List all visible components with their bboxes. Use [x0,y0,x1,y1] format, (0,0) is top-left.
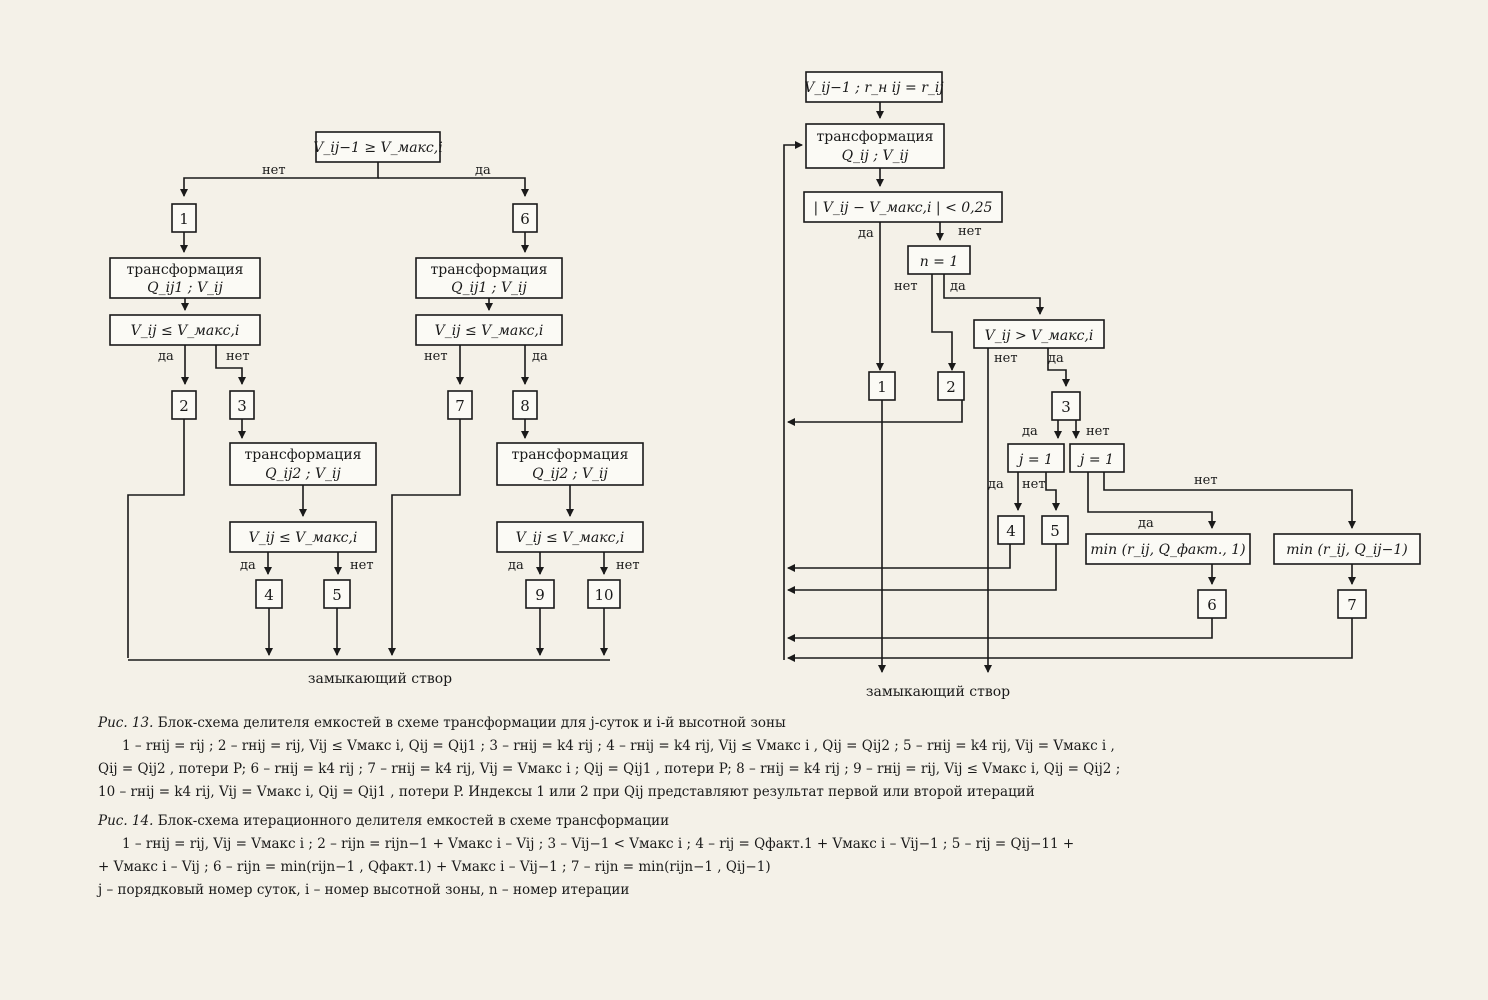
fig14-legend-1: 1 – rнij = rij, Vij = Vмакс i ; 2 – rijn… [122,836,1075,852]
n-eq-box [907,245,971,275]
svg-text:2: 2 [946,378,956,396]
svg-text:2: 2 [179,397,189,415]
svg-text:n = 1: n = 1 [920,254,959,270]
svg-text:1: 1 [877,378,887,396]
check-box-right-1 [415,314,563,346]
svg-text:j = 1: j = 1 [1016,452,1053,468]
j-eq-box-2 [1069,443,1125,473]
top-box-14 [805,71,943,103]
fig14-legend-2: + Vмакс i – Vij ; 6 – rijn = min(rijn−1 … [98,859,771,875]
svg-text:3: 3 [237,397,247,415]
cond-box-14 [803,191,1003,223]
node-14-3 [1051,391,1081,421]
svg-text:4: 4 [1006,522,1016,540]
svg-text:6: 6 [1207,596,1217,614]
svg-text:да: да [508,558,524,573]
svg-text:да: да [240,558,256,573]
svg-text:V_ij ≤ V_макс,i: V_ij ≤ V_макс,i [131,323,240,339]
svg-text:8: 8 [520,397,530,415]
closing-label-13: замыкающий створ [308,671,452,687]
transform-box-right-1 [415,257,563,299]
svg-text:нет: нет [994,351,1018,366]
fig14-legend-3: j – порядковый номер суток, i – номер вы… [98,882,630,898]
svg-text:да: да [1138,516,1154,531]
svg-text:1: 1 [179,210,189,228]
svg-text:Q_ij1 ; V_ij: Q_ij1 ; V_ij [147,280,223,296]
check-box-left-2 [229,521,377,553]
svg-text:да: да [532,349,548,364]
node-5 [323,579,351,609]
svg-text:трансформация: трансформация [512,447,629,463]
check-box-right-2 [496,521,644,553]
svg-text:min (r_ij, Q_ij−1): min (r_ij, Q_ij−1) [1286,542,1408,558]
svg-text:да: да [158,349,174,364]
j-eq-box-1 [1007,443,1065,473]
svg-text:min (r_ij, Q_факт., 1): min (r_ij, Q_факт., 1) [1090,542,1245,558]
node-14-5 [1041,515,1069,545]
svg-text:5: 5 [1050,522,1060,540]
flowcharts: V_ij−1 ≥ V_макс,i нет да 1 трансформация… [109,71,1421,700]
svg-text:4: 4 [264,586,274,604]
svg-text:да: да [988,477,1004,492]
node-14-4 [997,515,1025,545]
svg-text:нет: нет [350,558,374,573]
svg-text:трансформация: трансформация [431,262,548,278]
svg-text:j = 1: j = 1 [1077,452,1114,468]
svg-text:нет: нет [616,558,640,573]
svg-text:V_ij−1 ; r_н ij = r_ij: V_ij−1 ; r_н ij = r_ij [804,80,944,96]
svg-text:да: да [950,279,966,294]
captions: Рис. 13. Блок-схема делителя емкостей в … [98,712,1438,902]
node-14-2 [937,371,965,401]
svg-text:9: 9 [535,586,545,604]
fig13-legend-1: 1 – rнij = rij ; 2 – rнij = rij, Vij ≤ V… [122,738,1115,754]
svg-text:| V_ij − V_макс,i | < 0,25: | V_ij − V_макс,i | < 0,25 [814,200,993,216]
fig13-legend-2: Qij = Qij2 , потери P; 6 – rнij = k4 rij… [98,761,1121,777]
svg-text:да: да [1048,351,1064,366]
svg-text:нет: нет [1194,473,1218,488]
label-no-top: нет [262,163,286,178]
svg-text:7: 7 [455,397,465,415]
svg-text:Q_ij1 ; V_ij: Q_ij1 ; V_ij [451,280,527,296]
figure-13-flowchart: V_ij−1 ≥ V_макс,i нет да 1 трансформация… [109,131,644,687]
label-yes-top: да [475,163,491,178]
svg-text:трансформация: трансформация [817,129,934,145]
svg-text:нет: нет [958,224,982,239]
svg-text:да: да [1022,424,1038,439]
svg-text:Q_ij2 ; V_ij: Q_ij2 ; V_ij [532,466,608,482]
fig14-caption-title: Рис. 14. Блок-схема итерационного делите… [98,813,670,829]
svg-text:нет: нет [424,349,448,364]
svg-text:V_ij ≤ V_макс,i: V_ij ≤ V_макс,i [435,323,544,339]
transform-box-14 [805,123,945,169]
svg-text:V_ij > V_макс,i: V_ij > V_макс,i [985,328,1094,344]
svg-text:нет: нет [1086,424,1110,439]
svg-text:5: 5 [332,586,342,604]
svg-text:6: 6 [520,210,530,228]
decision-top-box [315,131,441,163]
transform-box-right-2 [496,442,644,486]
svg-text:нет: нет [226,349,250,364]
svg-text:3: 3 [1061,398,1071,416]
svg-text:трансформация: трансформация [127,262,244,278]
decision-top-text: V_ij−1 ≥ V_макс,i [313,140,442,156]
figure-14-flowchart: V_ij−1 ; r_н ij = r_ij трансформация Q_i… [783,71,1421,700]
fig13-caption-title: Рис. 13. Блок-схема делителя емкостей в … [98,715,786,731]
svg-text:7: 7 [1347,596,1357,614]
svg-text:нет: нет [894,279,918,294]
svg-text:Q_ij2 ; V_ij: Q_ij2 ; V_ij [265,466,341,482]
svg-text:да: да [858,226,874,241]
min-box-2 [1273,533,1421,565]
check-box-left-1 [109,314,261,346]
svg-text:V_ij ≤ V_макс,i: V_ij ≤ V_макс,i [249,530,358,546]
closing-label-14: замыкающий створ [866,684,1010,700]
node-3 [229,390,255,420]
svg-text:10: 10 [594,586,613,604]
svg-text:V_ij ≤ V_макс,i: V_ij ≤ V_макс,i [516,530,625,546]
svg-text:Q_ij ; V_ij: Q_ij ; V_ij [842,148,910,164]
min-box-1 [1085,533,1251,565]
fig13-legend-3: 10 – rнij = k4 rij, Vij = Vмакс i, Qij =… [98,784,1035,800]
gt-box-14 [973,319,1105,349]
node-10 [587,579,621,609]
svg-text:трансформация: трансформация [245,447,362,463]
svg-text:нет: нет [1022,477,1046,492]
